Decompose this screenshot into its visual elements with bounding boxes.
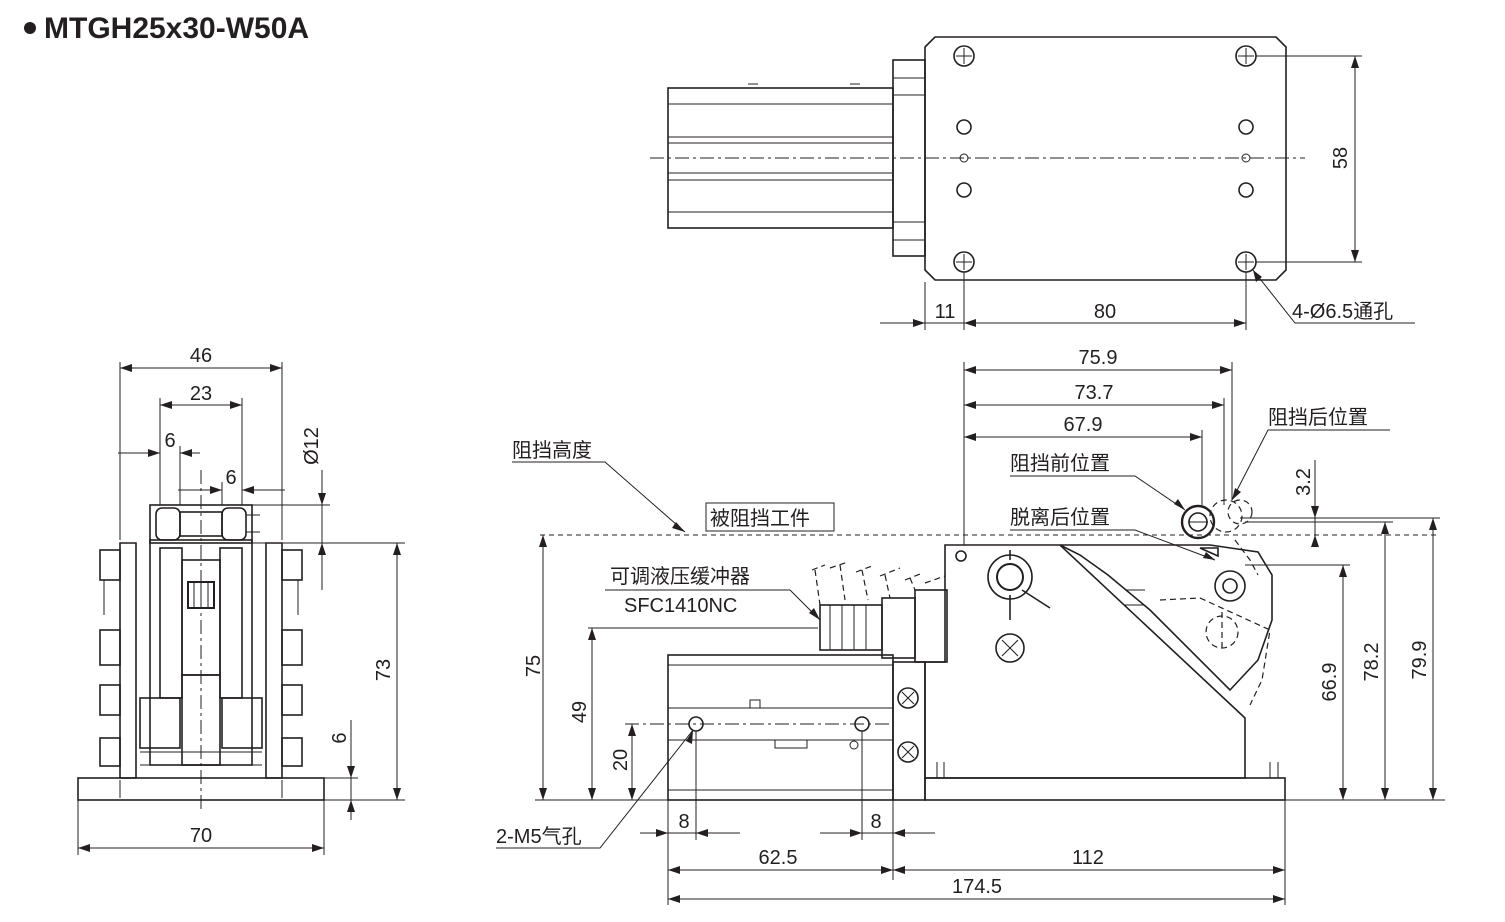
dim-dia-12: Ø12 bbox=[252, 427, 330, 590]
svg-text:75.9: 75.9 bbox=[1079, 347, 1118, 369]
svg-text:78.2: 78.2 bbox=[1361, 643, 1383, 682]
side-view-base-plate bbox=[924, 777, 1286, 801]
svg-text:73: 73 bbox=[373, 659, 395, 681]
dim-8-left: 8 bbox=[640, 731, 740, 905]
dim-8-right: 8 bbox=[820, 731, 935, 880]
svg-text:20: 20 bbox=[610, 749, 632, 771]
rear-position-label: 阻挡后位置 bbox=[1231, 406, 1390, 501]
top-view-inner-holes bbox=[956, 119, 1254, 198]
svg-text:11: 11 bbox=[935, 301, 956, 323]
svg-text:46: 46 bbox=[190, 345, 212, 367]
side-view-cylinder bbox=[625, 654, 894, 801]
side-view: 被阻挡工件 阻挡高度 可调液压缓冲器 SFC1410NC 阻挡后位置 阻挡前位置 bbox=[496, 347, 1445, 905]
svg-text:70: 70 bbox=[190, 825, 212, 847]
svg-text:被阻挡工件: 被阻挡工件 bbox=[710, 507, 810, 530]
side-view-lock-screw bbox=[995, 633, 1025, 663]
svg-text:6: 6 bbox=[225, 467, 236, 489]
svg-text:67.9: 67.9 bbox=[1064, 414, 1103, 436]
workpiece-label: 被阻挡工件 bbox=[705, 502, 835, 532]
dim-58: 58 bbox=[1256, 55, 1362, 263]
side-view-damper bbox=[811, 561, 948, 663]
dim-174-5: 174.5 bbox=[668, 876, 1285, 903]
svg-text:SFC1410NC: SFC1410NC bbox=[624, 595, 737, 617]
release-position-label: 脱离后位置 bbox=[1010, 506, 1216, 561]
dim-49: 49 bbox=[569, 627, 818, 800]
svg-text:174.5: 174.5 bbox=[952, 876, 1002, 898]
dim-6-vertical: 6 bbox=[324, 720, 358, 820]
svg-text:阻挡前位置: 阻挡前位置 bbox=[1010, 452, 1110, 475]
dim-23: 23 bbox=[159, 383, 243, 505]
dim-73-7: 73.7 bbox=[964, 382, 1225, 505]
dim-70: 70 bbox=[77, 800, 325, 855]
dim-67-9: 67.9 bbox=[964, 414, 1203, 505]
end-view: 46 23 6 6 bbox=[77, 345, 405, 855]
front-position-label: 阻挡前位置 bbox=[1010, 452, 1186, 511]
svg-text:58: 58 bbox=[1330, 147, 1352, 169]
svg-text:8: 8 bbox=[870, 811, 881, 833]
side-view-roller-front bbox=[1180, 504, 1216, 540]
svg-text:80: 80 bbox=[1094, 301, 1116, 323]
damper-label: 可调液压缓冲器 SFC1410NC bbox=[605, 565, 821, 621]
svg-text:Ø12: Ø12 bbox=[301, 427, 323, 465]
dim-75: 75 bbox=[523, 535, 668, 801]
dim-3-2: 3.2 bbox=[1240, 460, 1325, 547]
svg-text:75: 75 bbox=[523, 655, 545, 677]
svg-text:2-M5气孔: 2-M5气孔 bbox=[496, 825, 582, 848]
svg-text:62.5: 62.5 bbox=[759, 847, 798, 869]
dim-6-right: 6 bbox=[178, 467, 285, 505]
svg-text:8: 8 bbox=[678, 811, 689, 833]
dim-78-2: 78.2 bbox=[1245, 521, 1393, 800]
side-view-released-lever bbox=[1159, 539, 1271, 706]
side-view-end-block bbox=[892, 661, 926, 801]
svg-text:23: 23 bbox=[190, 383, 212, 405]
svg-text:脱离后位置: 脱离后位置 bbox=[1010, 506, 1110, 529]
svg-text:阻挡高度: 阻挡高度 bbox=[512, 439, 592, 462]
side-view-pivot bbox=[1199, 547, 1246, 602]
air-port-label: 2-M5气孔 bbox=[496, 729, 694, 849]
top-view: 58 11 80 4-Ø6.5通孔 bbox=[650, 36, 1415, 330]
hole-callout: 4-Ø6.5通孔 bbox=[1252, 269, 1415, 324]
title-bullet bbox=[24, 22, 36, 34]
dim-73: 73 bbox=[282, 542, 405, 801]
dim-11-80: 11 80 bbox=[880, 272, 1247, 330]
top-view-mounting-holes bbox=[953, 45, 1257, 273]
svg-text:79.9: 79.9 bbox=[1409, 641, 1431, 680]
stop-height-label: 阻挡高度 bbox=[512, 439, 686, 533]
dim-75-9: 75.9 bbox=[963, 347, 1233, 545]
svg-text:112: 112 bbox=[1072, 847, 1104, 869]
side-view-bracket bbox=[924, 544, 1246, 779]
dim-46: 46 bbox=[119, 345, 283, 540]
dim-79-9: 79.9 bbox=[1245, 517, 1440, 800]
svg-text:可调液压缓冲器: 可调液压缓冲器 bbox=[610, 565, 750, 588]
end-view-roller bbox=[149, 504, 260, 544]
svg-text:6: 6 bbox=[164, 430, 175, 452]
dim-66-9: 66.9 bbox=[1245, 564, 1445, 801]
svg-text:49: 49 bbox=[569, 701, 591, 723]
svg-text:66.9: 66.9 bbox=[1319, 663, 1341, 702]
svg-text:6: 6 bbox=[329, 732, 351, 743]
side-view-lever-arm bbox=[1059, 544, 1273, 692]
side-view-roller-rear bbox=[1209, 499, 1253, 533]
top-view-cylinder bbox=[667, 83, 894, 229]
svg-text:3.2: 3.2 bbox=[1293, 468, 1315, 496]
model-title: MTGH25x30-W50A bbox=[44, 12, 309, 45]
dim-6-left: 6 bbox=[118, 430, 200, 505]
svg-text:73.7: 73.7 bbox=[1075, 382, 1114, 404]
top-view-base-plate bbox=[924, 36, 1287, 281]
dim-62-5-112: 62.5 112 bbox=[668, 800, 1286, 905]
side-view-adjust-knob bbox=[987, 550, 1051, 620]
svg-text:4-Ø6.5通孔: 4-Ø6.5通孔 bbox=[1292, 300, 1393, 323]
svg-text:阻挡后位置: 阻挡后位置 bbox=[1268, 406, 1368, 429]
dim-20: 20 bbox=[610, 724, 636, 800]
